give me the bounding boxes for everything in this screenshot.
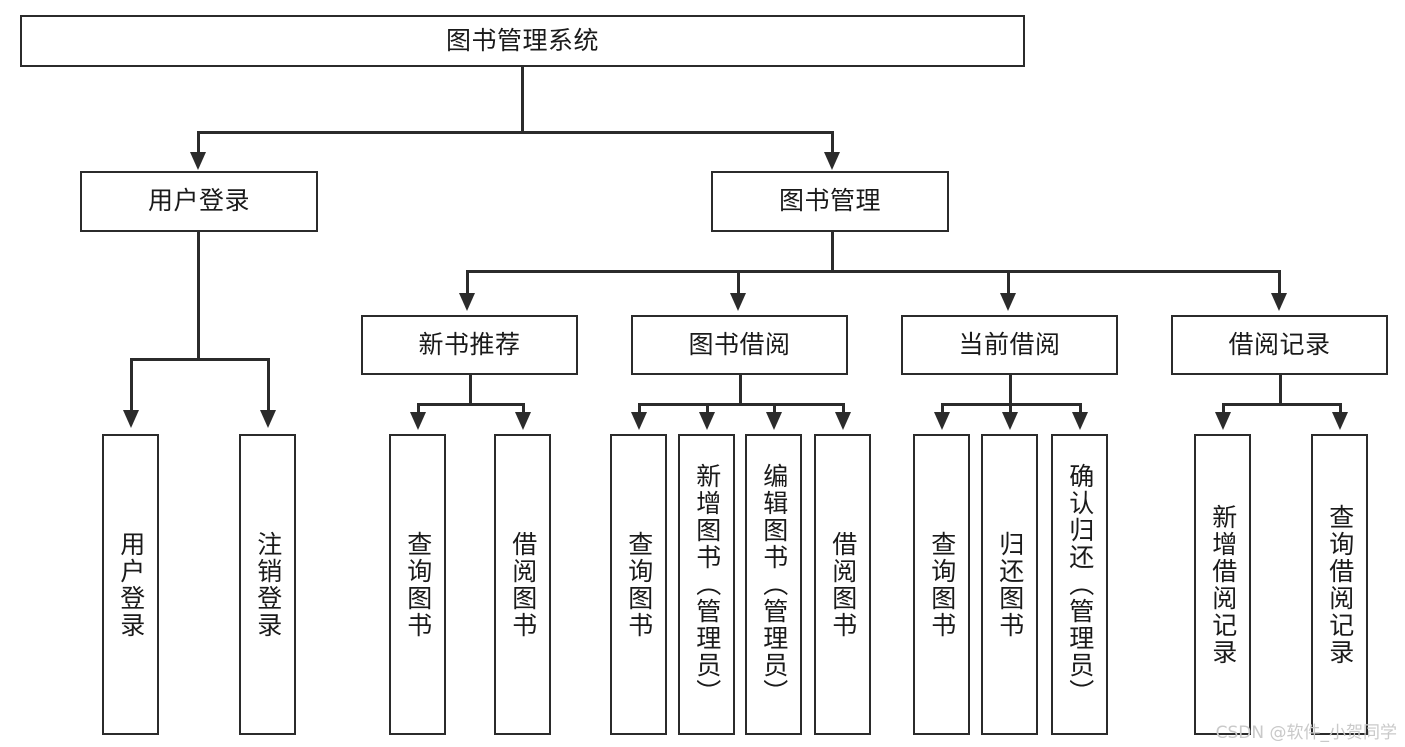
- connector-nbr-to-leaf-2: [522, 403, 525, 415]
- connector-bm-to-book-borrow: [737, 270, 740, 296]
- leaf-return-book-label: 归还图书: [995, 530, 1025, 639]
- connector-br-stem: [1279, 375, 1282, 405]
- connector-user-login-to-leaf-2: [267, 358, 270, 413]
- leaf-add-book[interactable]: 新增图书（管理员）: [678, 434, 735, 735]
- arrow-cb-to-leaf-2: [1002, 412, 1018, 430]
- connector-bb-bar: [638, 403, 842, 406]
- leaf-confirm-return[interactable]: 确认归还（管理员）: [1051, 434, 1108, 735]
- leaf-query-book-3[interactable]: 查询图书: [913, 434, 970, 735]
- arrow-bb-to-leaf-2: [699, 412, 715, 430]
- connector-root-to-user-login: [197, 131, 200, 155]
- node-book-manage-label: 图书管理: [778, 186, 881, 216]
- leaf-borrow-book-1[interactable]: 借阅图书: [494, 434, 551, 735]
- leaf-query-book-1[interactable]: 查询图书: [389, 434, 446, 735]
- arrow-root-to-user-login: [190, 152, 206, 170]
- arrow-cb-to-leaf-1: [934, 412, 950, 430]
- leaf-user-login-label: 用户登录: [116, 530, 146, 639]
- arrow-bm-to-borrow-record: [1271, 293, 1287, 311]
- connector-br-to-leaf-1: [1222, 403, 1225, 415]
- connector-bm-to-new-book-rec: [466, 270, 469, 296]
- connector-nbr-to-leaf-1: [417, 403, 420, 415]
- connector-cb-stem: [1009, 375, 1012, 405]
- connector-br-to-leaf-2: [1339, 403, 1342, 415]
- leaf-return-book[interactable]: 归还图书: [981, 434, 1038, 735]
- node-book-manage[interactable]: 图书管理: [711, 171, 949, 232]
- arrow-bb-to-leaf-1: [631, 412, 647, 430]
- node-root-label: 图书管理系统: [445, 25, 599, 55]
- leaf-query-book-1-label: 查询图书: [403, 530, 433, 639]
- connector-bb-stem: [739, 375, 742, 405]
- arrow-cb-to-leaf-3: [1072, 412, 1088, 430]
- connector-book-manage-bar: [466, 270, 1280, 273]
- connector-bb-to-leaf-4: [842, 403, 845, 415]
- leaf-query-record-label: 查询借阅记录: [1325, 503, 1355, 666]
- connector-bb-to-leaf-2: [706, 403, 709, 415]
- connector-root-to-book-manage: [831, 131, 834, 155]
- arrow-br-to-leaf-1: [1215, 412, 1231, 430]
- arrow-br-to-leaf-2: [1332, 412, 1348, 430]
- arrow-bm-to-book-borrow: [730, 293, 746, 311]
- leaf-query-book-2[interactable]: 查询图书: [610, 434, 667, 735]
- connector-bm-to-borrow-record: [1278, 270, 1281, 296]
- node-user-login-label: 用户登录: [147, 186, 250, 216]
- connector-nbr-bar: [417, 403, 522, 406]
- arrow-user-login-to-leaf-2: [260, 410, 276, 428]
- connector-cb-to-leaf-1: [941, 403, 944, 415]
- leaf-borrow-book-1-label: 借阅图书: [508, 530, 538, 639]
- connector-user-login-to-leaf-1: [130, 358, 133, 413]
- connector-nbr-stem: [469, 375, 472, 405]
- node-new-book-rec[interactable]: 新书推荐: [361, 315, 578, 375]
- leaf-query-record[interactable]: 查询借阅记录: [1311, 434, 1368, 735]
- node-borrow-record-label: 借阅记录: [1228, 329, 1331, 359]
- node-current-borrow[interactable]: 当前借阅: [901, 315, 1118, 375]
- connector-bb-to-leaf-3: [773, 403, 776, 415]
- connector-bb-to-leaf-1: [638, 403, 641, 415]
- connector-br-bar: [1222, 403, 1339, 406]
- leaf-add-record[interactable]: 新增借阅记录: [1194, 434, 1251, 735]
- connector-cb-to-leaf-2: [1009, 403, 1012, 415]
- connector-cb-to-leaf-3: [1079, 403, 1082, 415]
- leaf-user-logout-label: 注销登录: [253, 530, 283, 639]
- leaf-edit-book[interactable]: 编辑图书（管理员）: [745, 434, 802, 735]
- leaf-edit-book-label: 编辑图书（管理员）: [759, 463, 789, 706]
- node-book-borrow-label: 图书借阅: [688, 329, 791, 359]
- connector-bm-to-current-borrow: [1007, 270, 1010, 296]
- leaf-query-book-2-label: 查询图书: [624, 530, 654, 639]
- leaf-user-logout[interactable]: 注销登录: [239, 434, 296, 735]
- connector-root-bar: [197, 131, 833, 134]
- leaf-add-record-label: 新增借阅记录: [1208, 503, 1238, 666]
- node-current-borrow-label: 当前借阅: [958, 329, 1061, 359]
- arrow-nbr-to-leaf-1: [410, 412, 426, 430]
- connector-user-login-bar: [130, 358, 267, 361]
- arrow-bm-to-new-book-rec: [459, 293, 475, 311]
- arrow-nbr-to-leaf-2: [515, 412, 531, 430]
- leaf-user-login[interactable]: 用户登录: [102, 434, 159, 735]
- leaf-add-book-label: 新增图书（管理员）: [692, 463, 722, 706]
- node-book-borrow[interactable]: 图书借阅: [631, 315, 848, 375]
- arrow-bm-to-current-borrow: [1000, 293, 1016, 311]
- arrow-bb-to-leaf-4: [835, 412, 851, 430]
- connector-root-stem: [521, 67, 524, 133]
- arrow-user-login-to-leaf-1: [123, 410, 139, 428]
- arrow-bb-to-leaf-3: [766, 412, 782, 430]
- arrow-root-to-book-manage: [824, 152, 840, 170]
- node-borrow-record[interactable]: 借阅记录: [1171, 315, 1388, 375]
- node-new-book-rec-label: 新书推荐: [418, 329, 521, 359]
- leaf-confirm-return-label: 确认归还（管理员）: [1065, 463, 1095, 706]
- leaf-borrow-book-2-label: 借阅图书: [828, 530, 858, 639]
- connector-book-manage-stem: [831, 232, 834, 272]
- node-user-login[interactable]: 用户登录: [80, 171, 318, 232]
- csdn-watermark: CSDN @软件_小贺同学: [1215, 723, 1397, 743]
- leaf-query-book-3-label: 查询图书: [927, 530, 957, 639]
- node-root[interactable]: 图书管理系统: [20, 15, 1025, 67]
- leaf-borrow-book-2[interactable]: 借阅图书: [814, 434, 871, 735]
- connector-user-login-stem: [197, 232, 200, 360]
